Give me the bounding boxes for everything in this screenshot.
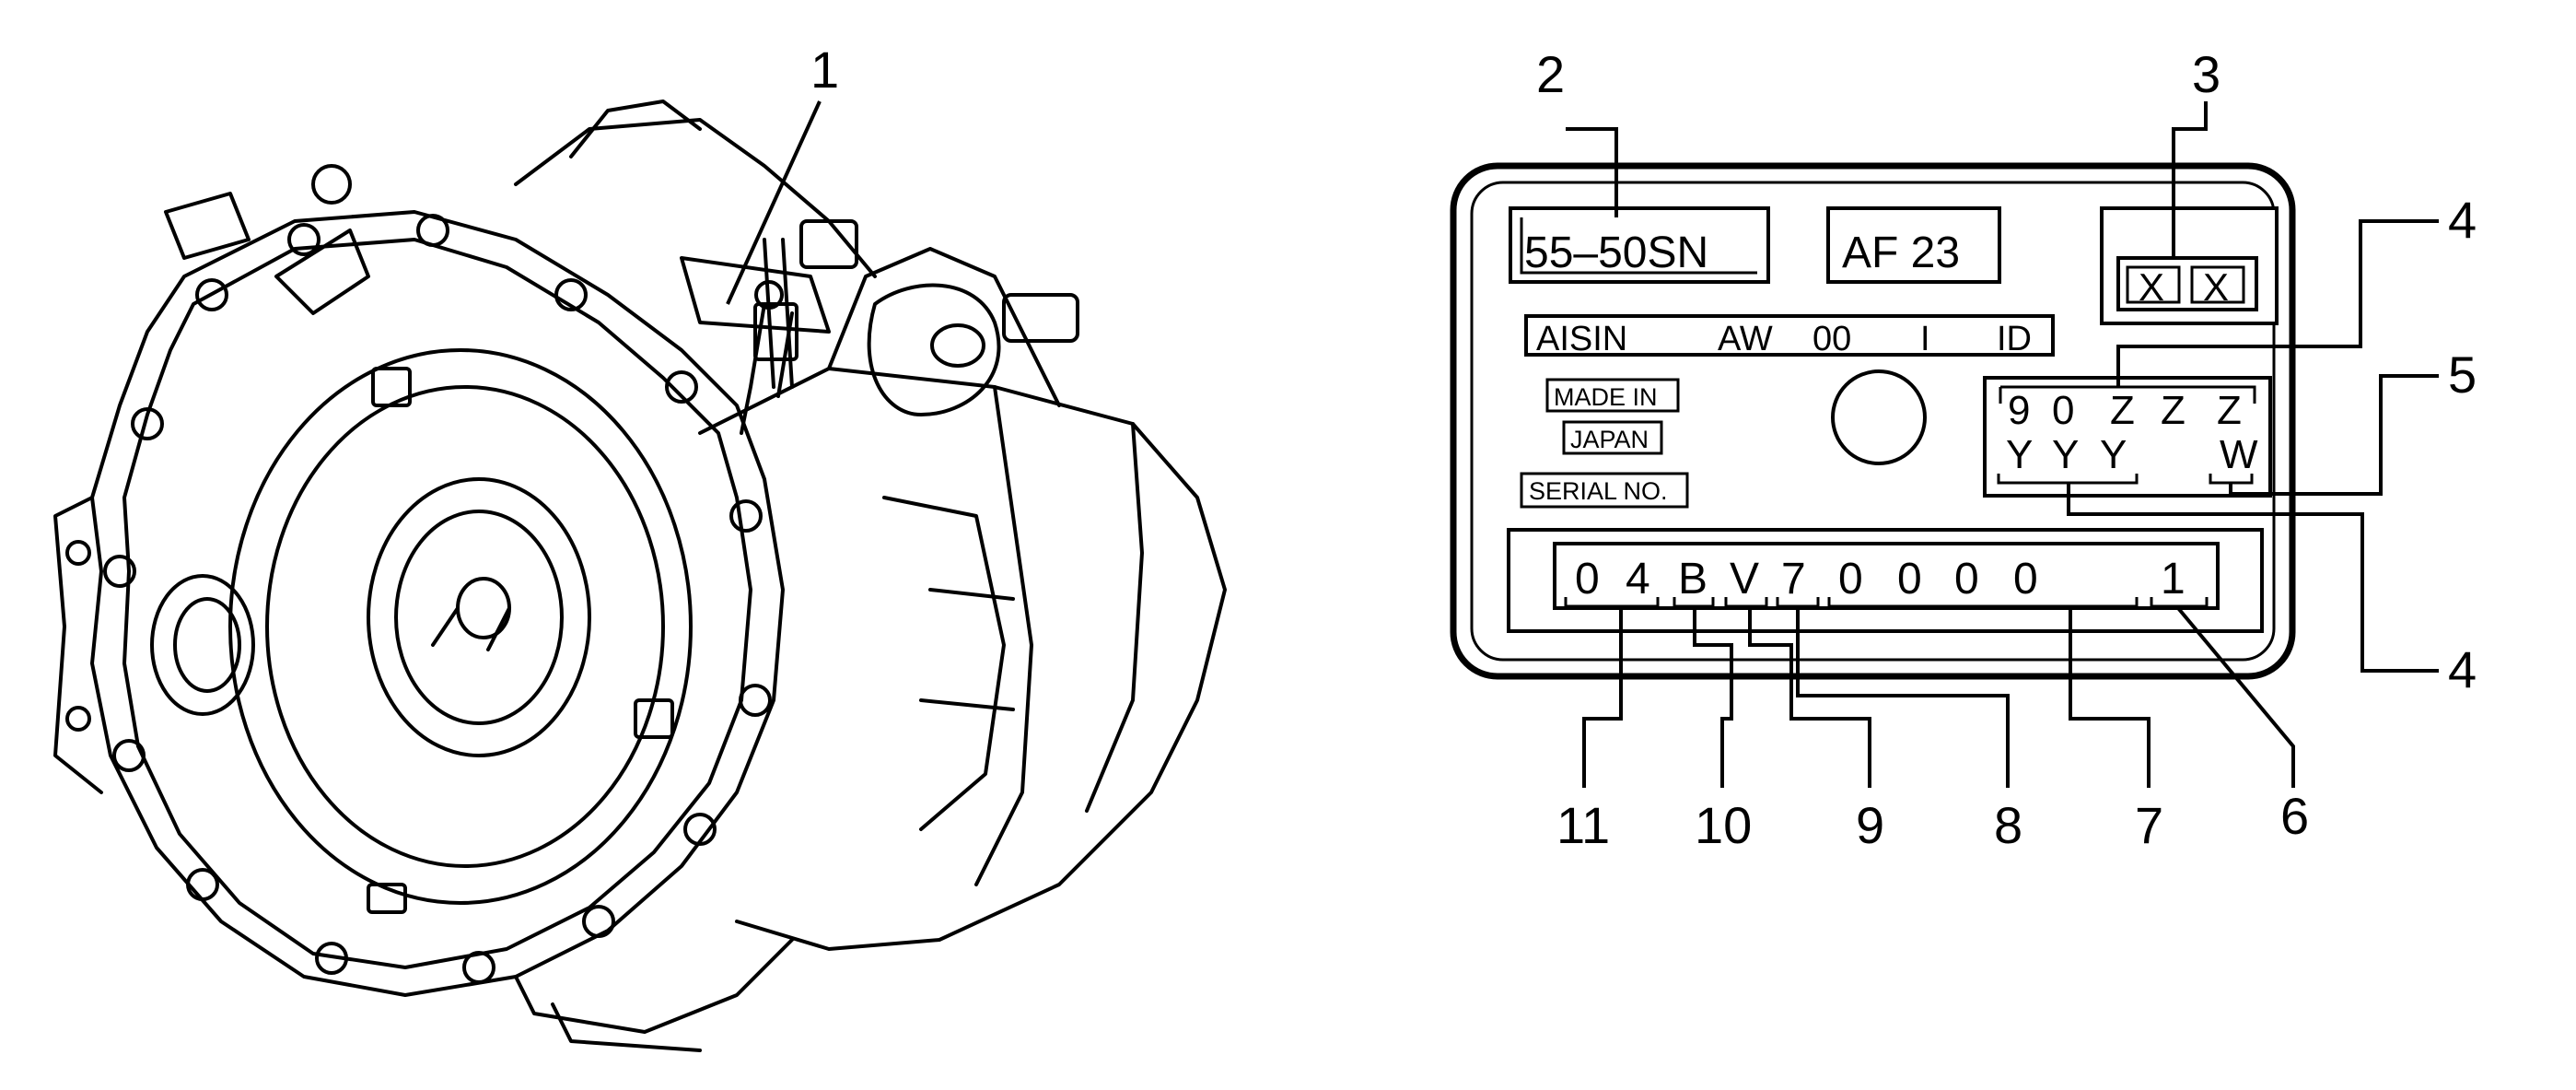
maker-00: 00 [1813,320,1851,358]
serial-char-1: 0 [1575,555,1600,604]
callout-8: 8 [1994,796,2022,854]
code-top-1: 9 [2008,388,2030,433]
code-top-3: Z [2110,388,2135,433]
serial-char-10: 1 [2161,555,2186,604]
serial-char-9: 0 [2013,555,2038,604]
leader-lines [726,100,2439,788]
callouts: 1 2 3 4 5 4 6 7 8 9 10 11 [810,41,2477,854]
serial-char-7: 0 [1897,555,1922,604]
code-bottom-1: Y [2006,432,2033,477]
model-name-box [1826,206,2001,284]
box-x-1: X [2139,265,2164,309]
model-code-box [1509,206,1770,284]
code-bottom-3: Y [2100,432,2127,477]
plate-rivet-circle [1831,369,1927,465]
callout-7: 7 [2135,796,2163,854]
model-code: 55–50SN [1524,229,1708,277]
serial-box-inner [1553,542,2220,610]
code-top-2: 0 [2052,388,2074,433]
id-plate: 55–50SN AF 23 X X AISIN AW 00 I ID MADE … [1450,162,2296,680]
serial-no-label: SERIAL NO. [1529,477,1668,505]
serial-char-5: 7 [1781,555,1806,604]
callout-11: 11 [1556,796,1610,854]
serial-char-8: 0 [1954,555,1979,604]
maker-id: ID [1997,320,2032,358]
callout-4-top: 4 [2448,191,2477,249]
maker-aisin: AISIN [1536,320,1627,358]
callout-6: 6 [2280,787,2309,845]
serial-char-3: B [1678,555,1708,604]
plate-outline [1450,162,2296,680]
maker-row-box [1524,314,2055,357]
code-top-4: Z [2161,388,2186,433]
serial-char-6: 0 [1838,555,1863,604]
plate-inner-outline [1470,181,2276,662]
serial-char-2: 4 [1626,555,1650,604]
callout-5: 5 [2448,346,2477,404]
box-x-2: X [2203,265,2229,309]
callout-3: 3 [2192,45,2220,103]
model-name: AF 23 [1842,229,1960,277]
made-in-label: MADE IN [1554,383,1658,411]
callout-2: 2 [1536,45,1565,103]
serial-char-4: V [1730,555,1759,604]
serial-box-outer [1507,528,2264,633]
transmission-illustration [53,100,1227,1052]
callout-1: 1 [810,41,839,99]
code-box [1983,376,2272,498]
code-top-5: Z [2217,388,2242,433]
code-bottom-4: W [2220,432,2258,477]
japan-label: JAPAN [1570,426,1649,453]
maker-aw: AW [1718,320,1773,358]
callout-10: 10 [1695,796,1752,854]
callout-9: 9 [1856,796,1884,854]
code-bottom-2: Y [2052,432,2079,477]
callout-4-bottom: 4 [2448,640,2477,698]
maker-i: I [1920,320,1930,358]
